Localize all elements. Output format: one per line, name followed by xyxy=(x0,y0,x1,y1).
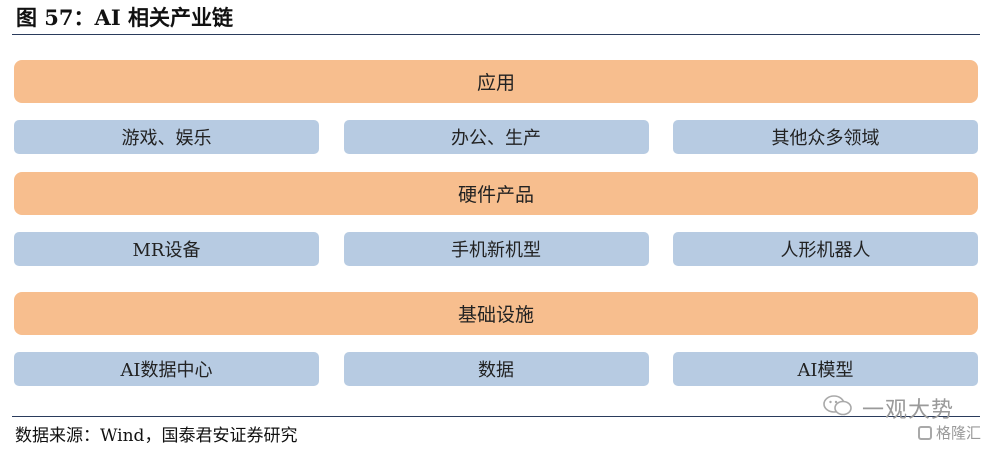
layer-items-infrastructure: AI数据中心 数据 AI模型 xyxy=(14,352,978,386)
watermark-channel: 一观大势 xyxy=(862,398,955,423)
item-box: AI模型 xyxy=(673,352,978,386)
layer-items-hardware: MR设备 手机新机型 人形机器人 xyxy=(14,232,978,266)
source-note: 数据来源：Wind，国泰君安证券研究 xyxy=(15,426,298,446)
gelonghui-logo-icon xyxy=(918,426,932,440)
layer-items-application: 游戏、娱乐 办公、生产 其他众多领域 xyxy=(14,120,978,154)
layer-band-infrastructure: 基础设施 xyxy=(14,292,978,335)
top-rule xyxy=(12,34,980,35)
figure-title: 图 57：AI 相关产业链 xyxy=(16,5,233,30)
bottom-rule xyxy=(12,416,980,417)
item-box: 游戏、娱乐 xyxy=(14,120,319,154)
watermark-brand: 格隆汇 xyxy=(936,424,982,442)
layer-band-hardware: 硬件产品 xyxy=(14,172,978,215)
item-box: 办公、生产 xyxy=(343,120,649,154)
item-box: AI数据中心 xyxy=(14,352,319,386)
wechat-icon xyxy=(823,395,852,416)
item-box: 手机新机型 xyxy=(343,232,649,266)
item-box: 人形机器人 xyxy=(673,232,978,266)
item-box: MR设备 xyxy=(14,232,319,266)
item-box: 其他众多领域 xyxy=(673,120,978,154)
layer-band-application: 应用 xyxy=(14,60,978,103)
item-box: 数据 xyxy=(343,352,649,386)
